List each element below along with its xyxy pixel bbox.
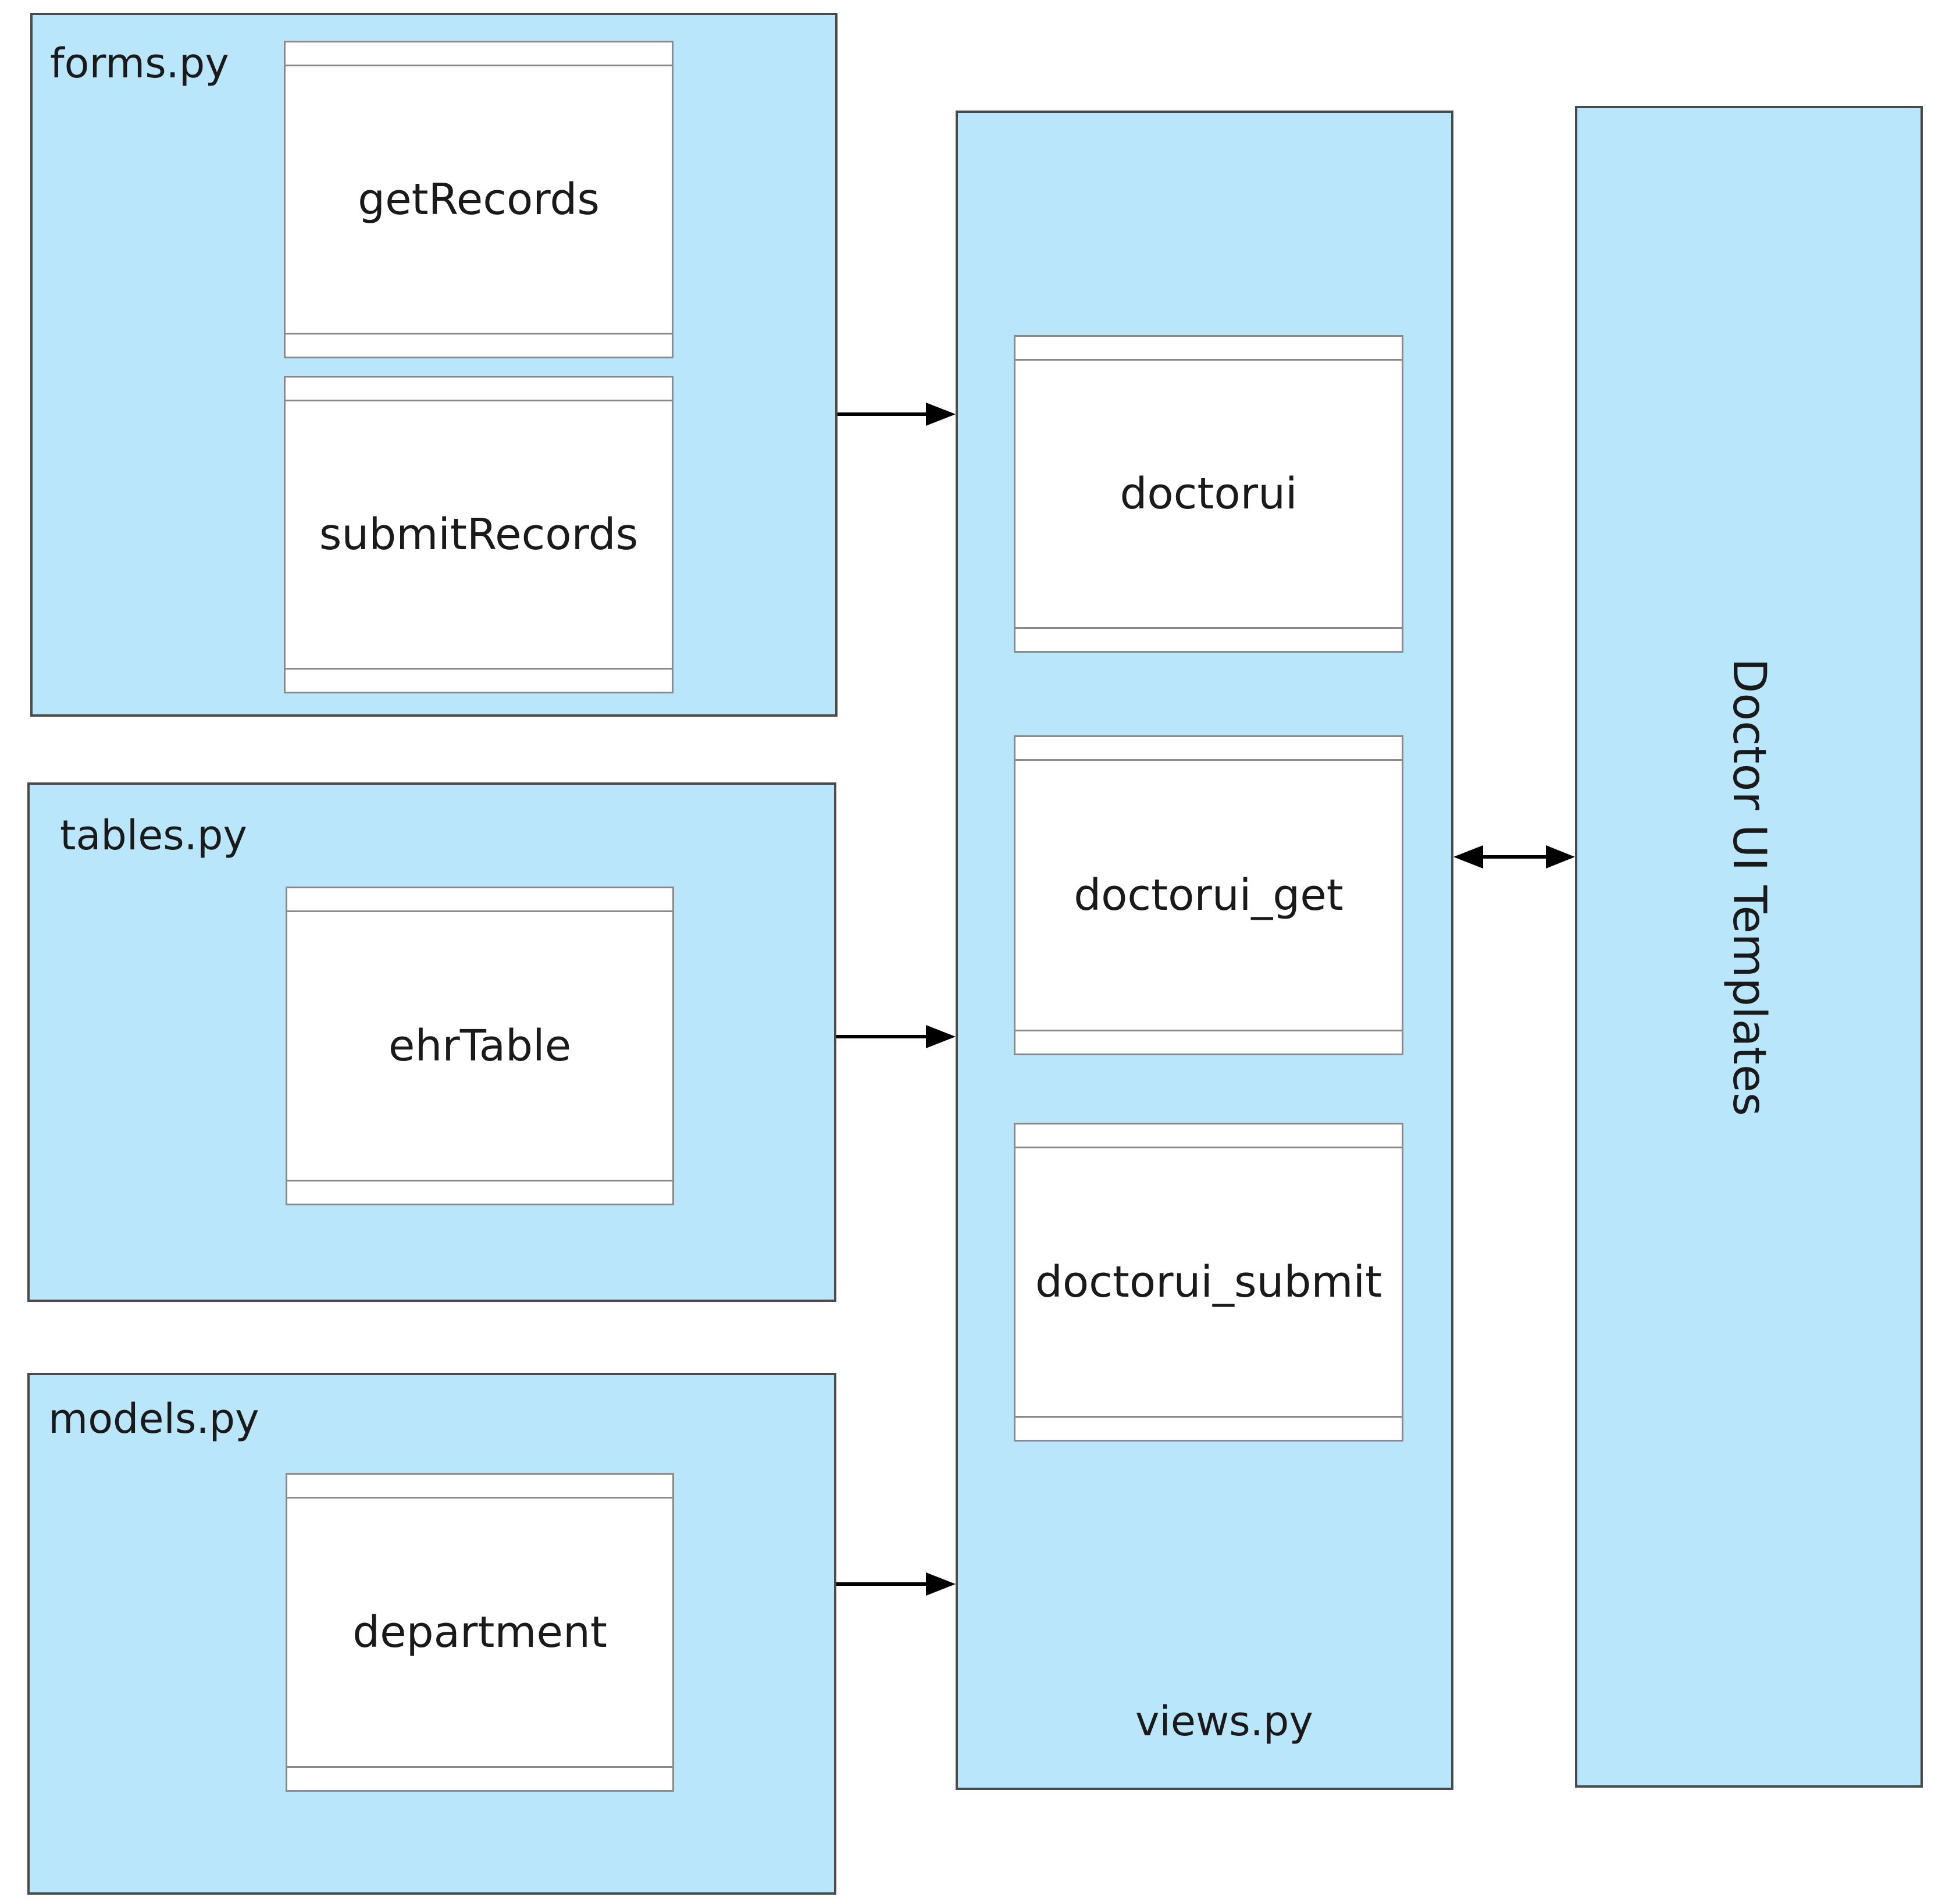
tables-module-title: tables.py — [60, 812, 247, 859]
arrow-models-to-views — [836, 1572, 956, 1596]
submitrecords-card: submitRecords — [284, 376, 674, 693]
doctorui-get-card: doctorui_get — [1014, 735, 1403, 1055]
models-module: models.py department — [27, 1373, 836, 1895]
doctorui-submit-label: doctorui_submit — [1035, 1257, 1382, 1307]
tables-module: tables.py ehrTable — [27, 782, 836, 1302]
department-label: department — [352, 1607, 607, 1657]
ehrtable-card: ehrTable — [286, 887, 674, 1205]
doctorui-card: doctorui — [1014, 335, 1403, 653]
arrow-tables-to-views — [836, 1025, 956, 1048]
submitrecords-label: submitRecords — [319, 510, 639, 560]
templates-module — [1575, 106, 1923, 1788]
views-module-title: views.py — [1135, 1697, 1313, 1745]
arrow-views-templates-bidirectional — [1453, 845, 1575, 869]
doctorui-submit-card: doctorui_submit — [1014, 1123, 1403, 1442]
views-module: doctorui doctorui_get doctorui_submit vi… — [956, 111, 1453, 1790]
arrow-forms-to-views — [838, 403, 956, 426]
forms-module-title: forms.py — [50, 40, 229, 87]
forms-module: forms.py getRecords submitRecords — [30, 13, 838, 717]
ehrtable-label: ehrTable — [388, 1021, 572, 1071]
department-card: department — [286, 1473, 674, 1792]
doctorui-get-label: doctorui_get — [1074, 870, 1344, 920]
doctorui-label: doctorui — [1120, 469, 1298, 519]
getrecords-label: getRecords — [358, 175, 600, 225]
getrecords-card: getRecords — [284, 41, 674, 358]
models-module-title: models.py — [48, 1395, 259, 1443]
